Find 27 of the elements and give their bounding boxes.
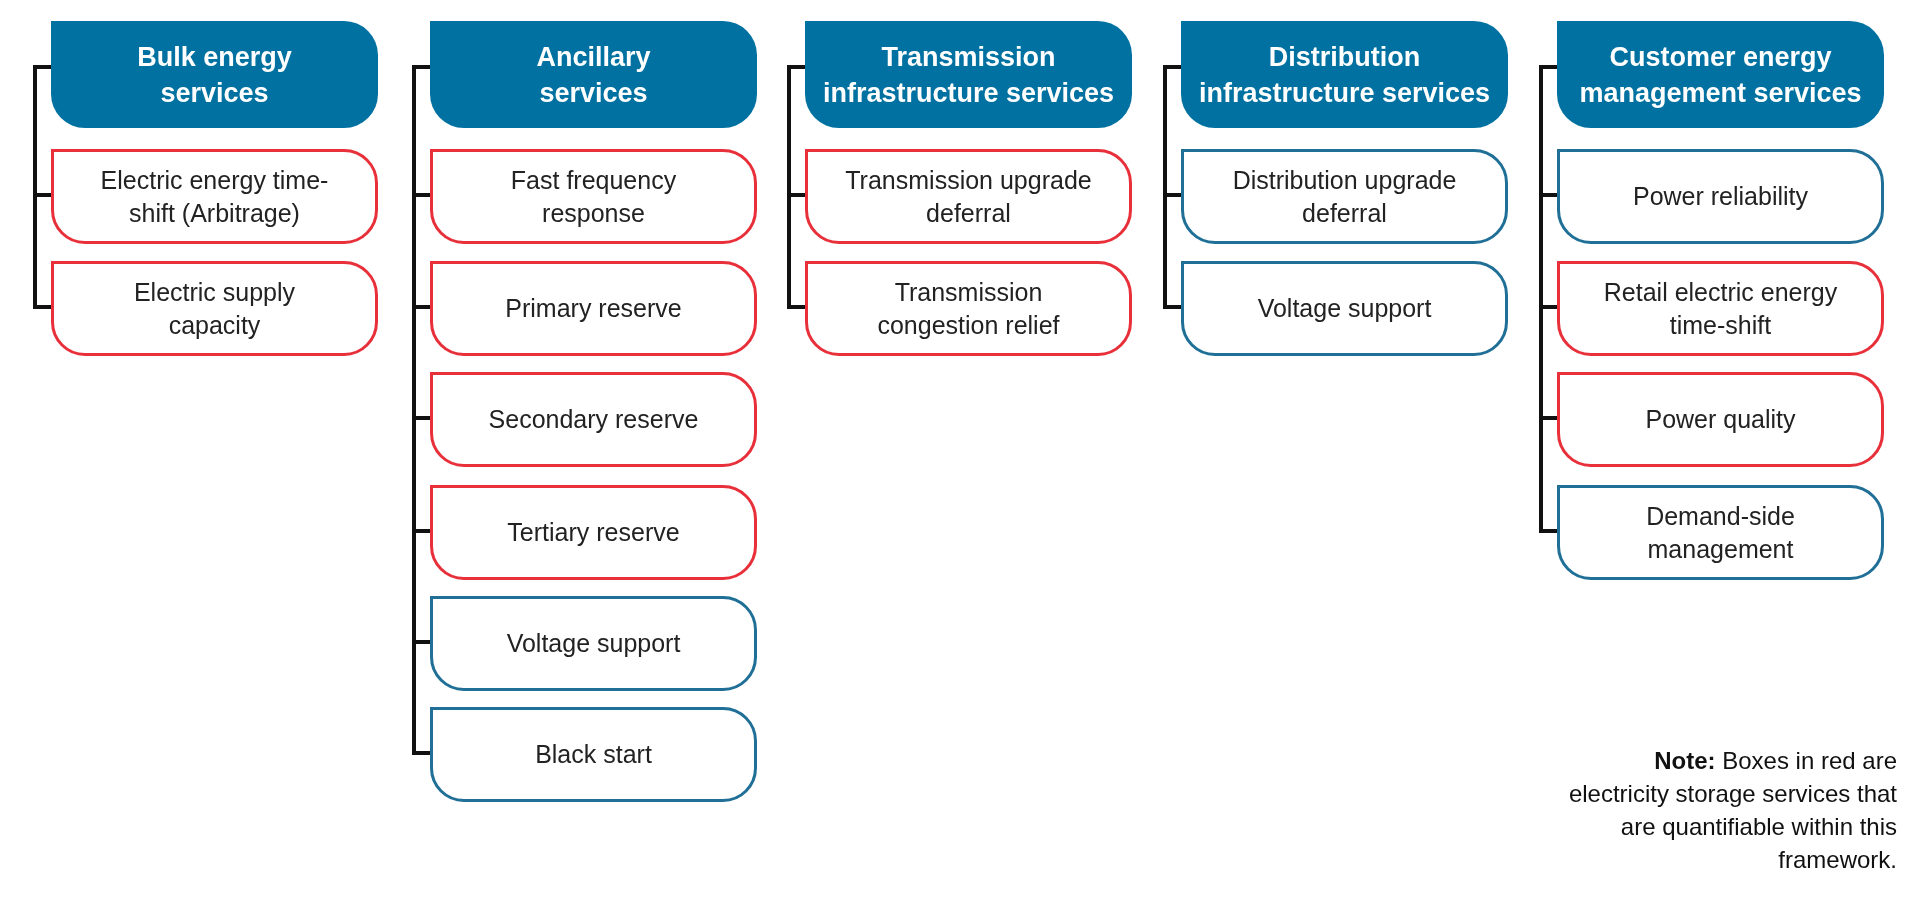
connector-line (412, 65, 430, 755)
service-box: Voltage support (1181, 261, 1508, 356)
service-box: Voltage support (430, 596, 757, 691)
connector-line (33, 65, 51, 309)
note-text: Note: Boxes in red are electricity storage services that are quantifiable within this framework. (1567, 746, 1897, 875)
category-header: Ancillary services (430, 21, 757, 128)
service-box: Electric supply capacity (51, 261, 378, 356)
connector-line (787, 65, 805, 309)
service-box: Secondary reserve (430, 372, 757, 467)
service-box: Black start (430, 707, 757, 802)
service-box: Transmission congestion relief (805, 261, 1132, 356)
category-header: Customer energy management services (1557, 21, 1884, 128)
category-header: Transmission infrastructure services (805, 21, 1132, 128)
service-box: Transmission upgrade deferral (805, 149, 1132, 244)
service-box: Electric energy time-shift (Arbitrage) (51, 149, 378, 244)
service-box: Distribution upgrade deferral (1181, 149, 1508, 244)
service-box: Primary reserve (430, 261, 757, 356)
category-header: Bulk energy services (51, 21, 378, 128)
service-box: Fast frequency response (430, 149, 757, 244)
service-box: Tertiary reserve (430, 485, 757, 580)
connector-line (1163, 65, 1181, 309)
service-box: Power quality (1557, 372, 1884, 467)
category-header: Distribution infrastructure services (1181, 21, 1508, 128)
service-box: Retail electric energy time-shift (1557, 261, 1884, 356)
service-box: Power reliability (1557, 149, 1884, 244)
connector-line (1539, 65, 1557, 533)
service-box: Demand-side management (1557, 485, 1884, 580)
